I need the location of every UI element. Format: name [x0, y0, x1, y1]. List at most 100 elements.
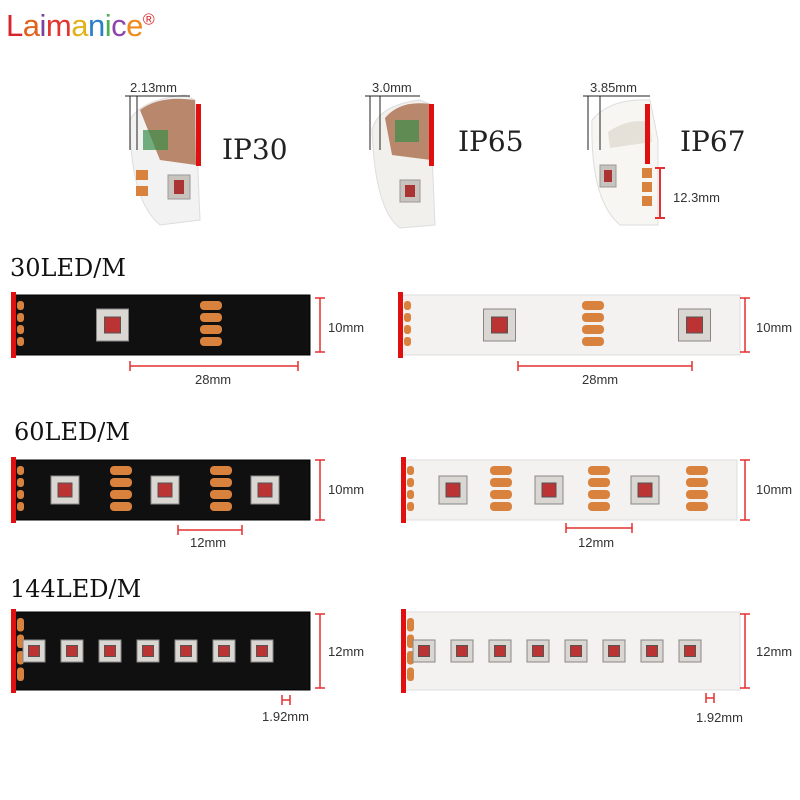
solder-pad — [110, 478, 132, 487]
solder-pad — [582, 337, 604, 346]
solder-pad — [686, 466, 708, 475]
pitch-label-144-white: 1.92mm — [696, 710, 743, 725]
led-die — [66, 645, 78, 657]
solder-pad — [407, 502, 414, 511]
ip67-profile — [583, 95, 665, 226]
logo-letter: n — [87, 8, 105, 43]
ip30-rating-label: IP30 — [222, 133, 288, 166]
led-die — [570, 645, 582, 657]
width-label-30-white: 10mm — [756, 320, 793, 335]
strip-diagrams — [11, 292, 750, 705]
solder-pad — [686, 478, 708, 487]
width-label-60-white: 10mm — [756, 482, 793, 497]
solder-pad — [490, 502, 512, 511]
solder-pad — [110, 490, 132, 499]
led-die — [28, 645, 40, 657]
strip-60-white — [401, 457, 738, 523]
led-die — [104, 316, 121, 334]
width-label-30-black: 10mm — [328, 320, 365, 335]
solder-pad — [686, 490, 708, 499]
solder-pad — [200, 301, 222, 310]
led-die — [445, 482, 461, 498]
registered-mark: ® — [142, 11, 155, 29]
strip-60-black — [11, 457, 311, 523]
ip67-width-label: 12.3mm — [673, 190, 720, 205]
led-die — [541, 482, 557, 498]
strip-end-marker — [11, 609, 16, 693]
solder-pad — [200, 325, 222, 334]
density-label-60: 60LED/M — [14, 418, 130, 446]
strip-end-marker — [401, 609, 406, 693]
logo-letter: c — [111, 8, 127, 43]
solder-pad — [17, 313, 24, 322]
led-die — [646, 645, 658, 657]
solder-pad — [582, 313, 604, 322]
solder-pad — [210, 502, 232, 511]
solder-pad — [407, 478, 414, 487]
logo-letter: L — [6, 8, 23, 43]
solder-pad — [200, 337, 222, 346]
solder-pad — [407, 490, 414, 499]
strip-end-marker — [11, 457, 16, 523]
led-chip — [96, 308, 129, 342]
logo-letter: a — [71, 8, 88, 43]
solder-pad — [17, 490, 24, 499]
solder-pad — [404, 337, 411, 346]
led-die — [256, 645, 268, 657]
solder-pad — [200, 313, 222, 322]
pitch-label-144-black: 1.92mm — [262, 709, 309, 724]
solder-pad — [17, 667, 24, 681]
width-label-144-black: 12mm — [328, 644, 365, 659]
solder-pad — [17, 502, 24, 511]
solder-pad — [17, 301, 24, 310]
ip30-thickness-label: 2.13mm — [130, 80, 177, 95]
solder-pad — [588, 466, 610, 475]
strip-144-black — [11, 609, 311, 693]
logo-letter: a — [22, 8, 40, 43]
density-label-144: 144LED/M — [10, 575, 142, 603]
solder-pad — [490, 466, 512, 475]
solder-pad — [407, 667, 414, 681]
ip67-thickness-label: 3.85mm — [590, 80, 637, 95]
solder-pad — [582, 325, 604, 334]
logo-letter: i — [104, 8, 112, 43]
led-die — [218, 645, 230, 657]
solder-pad — [686, 502, 708, 511]
solder-pad — [582, 301, 604, 310]
led-die — [257, 482, 273, 498]
led-die — [532, 645, 544, 657]
solder-pad — [588, 490, 610, 499]
pitch-label-60-white: 12mm — [578, 535, 615, 550]
led-die — [686, 316, 703, 334]
solder-pad — [17, 634, 24, 648]
logo-letter: m — [45, 8, 72, 43]
solder-pad — [407, 651, 414, 665]
solder-pad — [17, 466, 24, 475]
solder-pad — [17, 651, 24, 665]
solder-pad — [17, 337, 24, 346]
solder-pad — [110, 502, 132, 511]
led-die — [491, 316, 508, 334]
led-die — [180, 645, 192, 657]
strip-end-marker — [11, 292, 16, 358]
solder-pad — [588, 502, 610, 511]
solder-pad — [404, 301, 411, 310]
solder-pad — [490, 478, 512, 487]
logo-letter: e — [126, 8, 143, 43]
led-die — [637, 482, 653, 498]
led-die — [418, 645, 430, 657]
pitch-label-60-black: 12mm — [190, 535, 227, 550]
led-die — [157, 482, 173, 498]
width-label-144-white: 12mm — [756, 644, 793, 659]
solder-pad — [110, 466, 132, 475]
led-die — [142, 645, 154, 657]
solder-pad — [407, 618, 414, 632]
led-die — [104, 645, 116, 657]
solder-pad — [210, 478, 232, 487]
brand-logo: Laimanice® — [6, 8, 155, 44]
ip65-thickness-label: 3.0mm — [372, 80, 412, 95]
led-die — [494, 645, 506, 657]
led-die — [684, 645, 696, 657]
solder-pad — [407, 466, 414, 475]
width-label-60-black: 10mm — [328, 482, 365, 497]
